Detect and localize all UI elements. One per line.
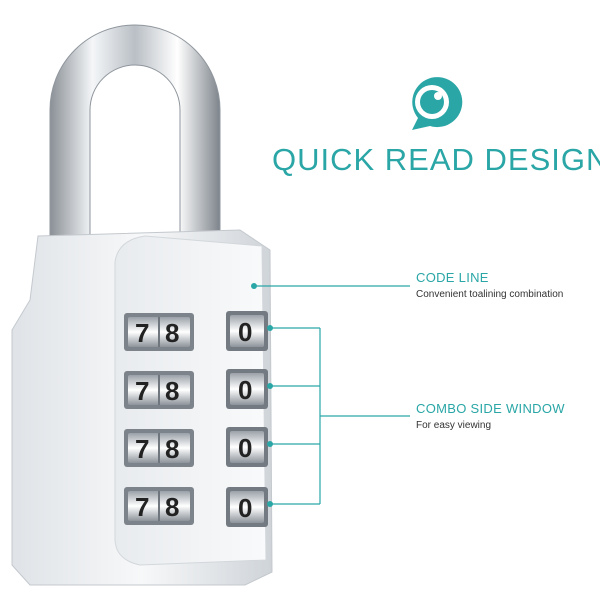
left-dial-row: 7 8 [124, 371, 194, 409]
dial-digit: 7 [135, 492, 149, 522]
dial-digit: 0 [238, 375, 252, 405]
dial-digit: 8 [165, 376, 179, 406]
dial-digit: 8 [165, 492, 179, 522]
right-dial-row: 0 [226, 487, 268, 527]
callout-dot [267, 383, 273, 389]
right-dial-row: 0 [226, 311, 268, 351]
right-dial-row: 0 [226, 369, 268, 409]
dial-digit: 7 [135, 434, 149, 464]
callout-dot [267, 501, 273, 507]
eye-chat-icon [412, 77, 463, 130]
headline: QUICK READ DESIGN [272, 142, 600, 177]
left-dials: 7 8 7 8 7 8 7 8 [124, 313, 194, 525]
shackle [49, 24, 221, 251]
dial-digit: 0 [238, 317, 252, 347]
code-line-title: CODE LINE [416, 270, 489, 285]
dial-digit: 7 [135, 376, 149, 406]
left-dial-row: 7 8 [124, 487, 194, 525]
dial-digit: 8 [165, 318, 179, 348]
dial-digit: 7 [135, 318, 149, 348]
side-window-callout-lines [270, 327, 410, 505]
combo-side-window-description: For easy viewing [416, 420, 492, 431]
left-dial-row: 7 8 [124, 313, 194, 351]
code-line-description: Convenient toalining combination [416, 289, 564, 300]
right-dial-row: 0 [226, 427, 268, 467]
dial-digit: 0 [238, 493, 252, 523]
callout-dot [267, 325, 273, 331]
dial-digit: 0 [238, 433, 252, 463]
combo-side-window-title: COMBO SIDE WINDOW [416, 401, 565, 416]
right-dials: 0 0 0 0 [226, 311, 268, 527]
callout-dot [251, 283, 257, 289]
dial-digit: 8 [165, 434, 179, 464]
left-dial-row: 7 8 [124, 429, 194, 467]
callout-dot [267, 441, 273, 447]
